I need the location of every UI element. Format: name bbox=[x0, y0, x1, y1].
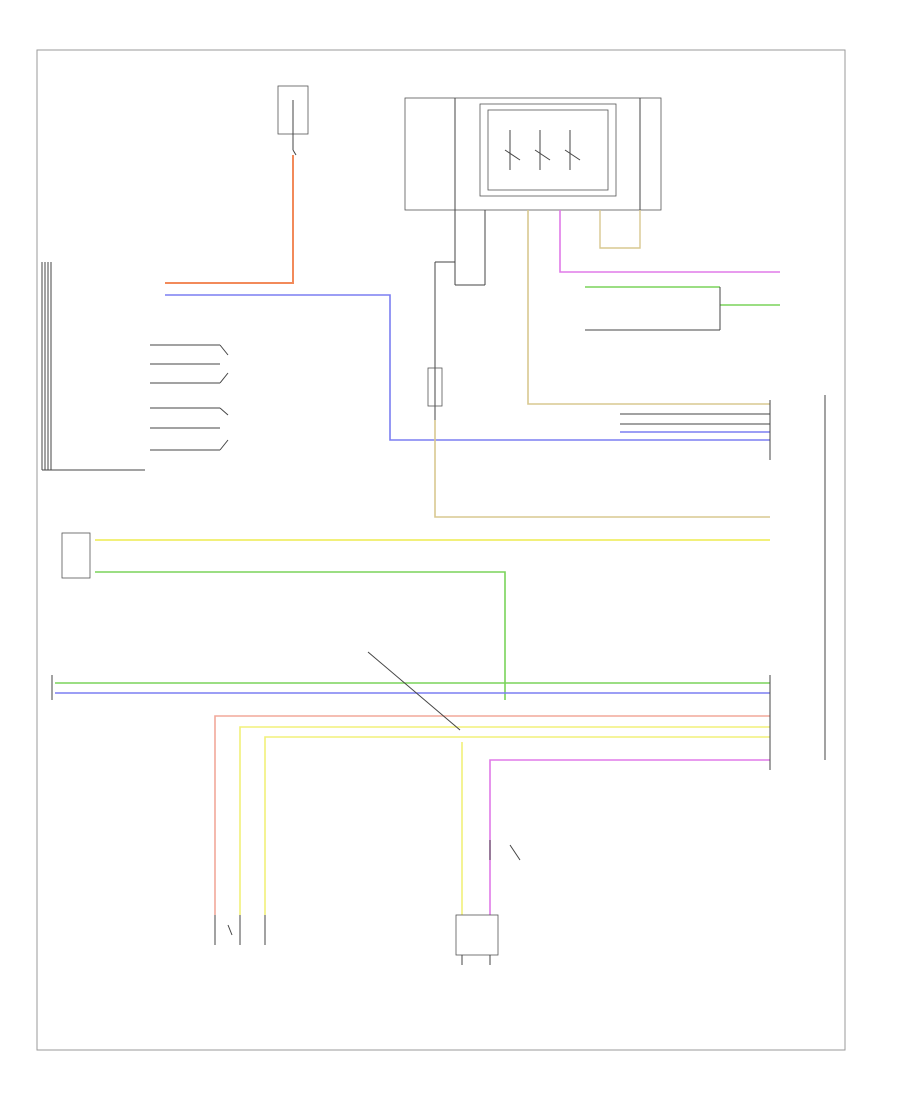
diagram-frame bbox=[36, 49, 846, 1051]
wire-magenta-lower bbox=[489, 759, 770, 915]
connector-right-upper bbox=[620, 395, 826, 760]
lower-center-wires bbox=[461, 742, 521, 915]
left-sensor bbox=[61, 532, 91, 579]
wire-green-drop bbox=[95, 571, 506, 700]
bottom-left-switch bbox=[214, 915, 266, 945]
wire-pink bbox=[214, 715, 770, 915]
wire-blue-upper bbox=[165, 294, 770, 441]
wire-tan-loop bbox=[599, 210, 641, 249]
bottom-center-component bbox=[455, 914, 499, 965]
leader-line bbox=[367, 651, 461, 731]
left-bus bbox=[41, 262, 145, 471]
wire-yellow-1 bbox=[239, 726, 770, 915]
wire-tan-module bbox=[527, 210, 770, 405]
wire-orange bbox=[165, 155, 294, 284]
wire-magenta-upper bbox=[559, 210, 780, 273]
wire-tan-center bbox=[434, 420, 770, 518]
switch-group-right bbox=[585, 286, 780, 331]
module-wires bbox=[427, 210, 486, 420]
switch-stack-left bbox=[150, 344, 229, 451]
relay-module bbox=[404, 97, 662, 211]
fuse-top-left bbox=[277, 85, 309, 156]
wire-yellow-2 bbox=[264, 736, 770, 915]
